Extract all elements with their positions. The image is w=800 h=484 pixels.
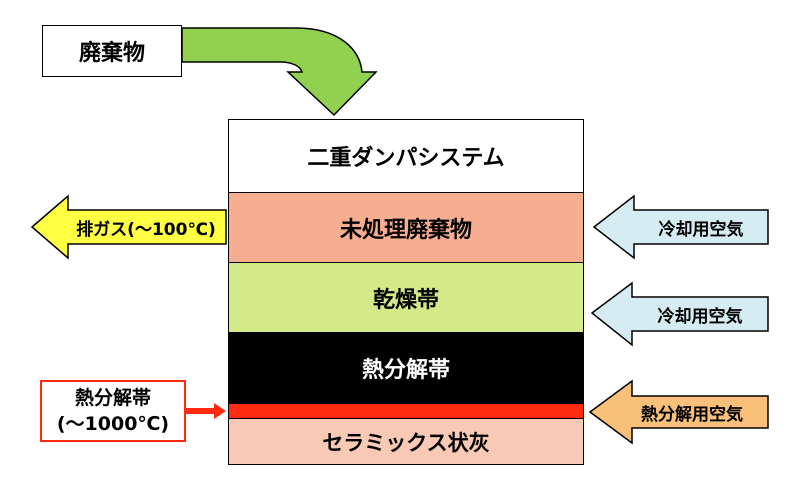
waste-input-label: 廃棄物 — [78, 41, 145, 66]
cooling-air-arrow-1 — [592, 194, 769, 260]
cooling-air-label-1: 冷却用空気 — [658, 219, 744, 240]
exhaust-arrow — [30, 194, 227, 260]
pyrolysis-air-arrow — [588, 379, 769, 445]
cooling-air-label-2: 冷却用空気 — [657, 306, 743, 327]
untreated-waste-label: 未処理廃棄物 — [339, 217, 472, 243]
drying-zone-label: 乾燥帯 — [372, 287, 439, 313]
pyrolysis-callout-box: 熱分解帯 (～1000℃) — [40, 380, 186, 442]
damper-system-layer: 二重ダンパシステム — [228, 119, 584, 193]
damper-system-label: 二重ダンパシステム — [307, 146, 505, 171]
high-temperature-band — [228, 403, 584, 419]
ceramic-ash-label: セラミックス状灰 — [322, 430, 490, 455]
pyrolysis-pointer-arrow — [186, 403, 226, 419]
pyrolysis-air-label: 熱分解用空気 — [641, 404, 743, 425]
drying-zone-layer: 乾燥帯 — [228, 262, 584, 333]
pyrolysis-zone-label: 熱分解帯 — [361, 358, 450, 383]
untreated-waste-layer: 未処理廃棄物 — [228, 192, 584, 263]
cooling-air-arrow-2 — [590, 281, 769, 347]
input-arrow — [181, 27, 378, 117]
pyrolysis-callout-line2: (～1000℃) — [56, 413, 170, 435]
pyrolysis-callout-line1: 熱分解帯 — [74, 387, 151, 409]
waste-input-box: 廃棄物 — [42, 25, 182, 77]
ceramic-ash-layer: セラミックス状灰 — [228, 418, 584, 465]
pyrolysis-zone-layer: 熱分解帯 — [228, 332, 584, 404]
exhaust-label: 排ガス(～100℃) — [76, 219, 216, 240]
